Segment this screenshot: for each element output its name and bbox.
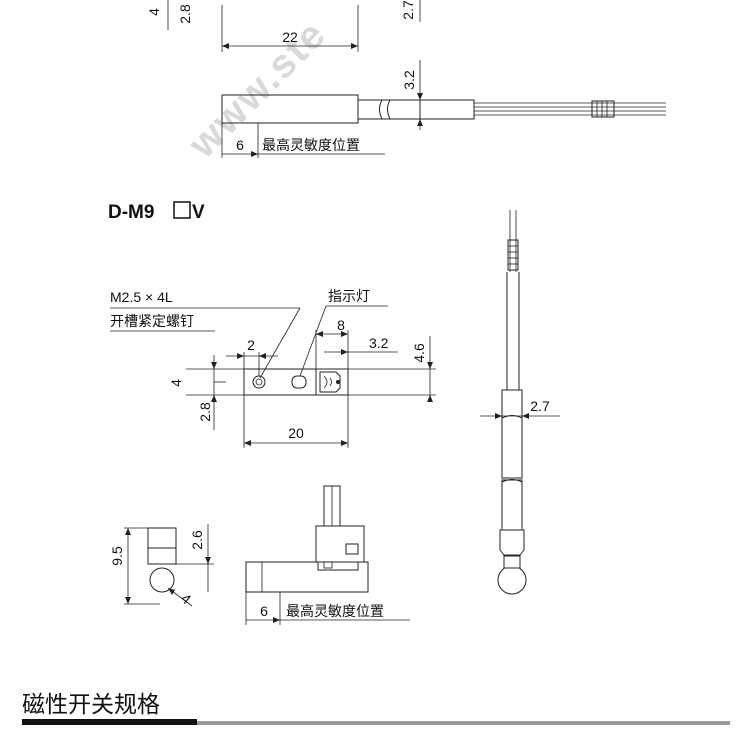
m9v-cable-view: 2.7 bbox=[480, 210, 560, 595]
sensing-position-label: 最高灵敏度位置 bbox=[262, 137, 360, 153]
dim-3-2: 3.2 bbox=[401, 70, 417, 90]
section-underline-grey bbox=[197, 721, 730, 725]
dim-4: 4 bbox=[146, 8, 162, 16]
model-name: D-M9 bbox=[108, 202, 154, 223]
dim-4-6: 4.6 bbox=[411, 343, 427, 363]
dim-2-8: 2.8 bbox=[197, 402, 213, 422]
sensing-position-label: 最高灵敏度位置 bbox=[286, 603, 384, 619]
dim-20: 20 bbox=[288, 425, 304, 441]
indicator-label: 指示灯 bbox=[328, 288, 370, 304]
m9v-side-view: 6 最高灵敏度位置 bbox=[245, 485, 410, 625]
dim-3-2: 3.2 bbox=[369, 335, 389, 351]
dim-2-8: 2.8 bbox=[177, 4, 193, 24]
dim-2: 2 bbox=[247, 337, 255, 353]
screw-size-label: M2.5 × 4L bbox=[110, 289, 173, 305]
dim-4: 4 bbox=[168, 379, 184, 387]
m9v-top-view: M2.5 × 4L 开槽紧定螺钉 指示灯 4 2.8 2 bbox=[110, 288, 436, 448]
top-side-view: 4 2.8 2.7 22 bbox=[146, 0, 421, 52]
m9v-end-view: 9.5 2.6 4 bbox=[109, 524, 214, 607]
dim-4b: 4 bbox=[178, 590, 194, 607]
section-title: 磁性开关规格 bbox=[22, 692, 160, 718]
svg-text:V: V bbox=[192, 202, 205, 223]
side-view-switch: 3.2 6 最高灵敏度位置 bbox=[221, 60, 666, 158]
model-title: D-M9 V bbox=[108, 201, 205, 223]
dim-2-7: 2.7 bbox=[530, 398, 550, 414]
dim-9-5: 9.5 bbox=[109, 546, 125, 566]
dim-22: 22 bbox=[282, 29, 298, 45]
dim-6: 6 bbox=[260, 603, 268, 619]
dim-2-6: 2.6 bbox=[189, 530, 205, 550]
dim-8: 8 bbox=[337, 317, 345, 333]
screw-desc-label: 开槽紧定螺钉 bbox=[110, 313, 194, 329]
model-placeholder-box bbox=[173, 201, 191, 219]
dim-2-7: 2.7 bbox=[400, 0, 416, 20]
dim-6: 6 bbox=[236, 137, 244, 153]
section-underline-dark bbox=[22, 719, 197, 725]
